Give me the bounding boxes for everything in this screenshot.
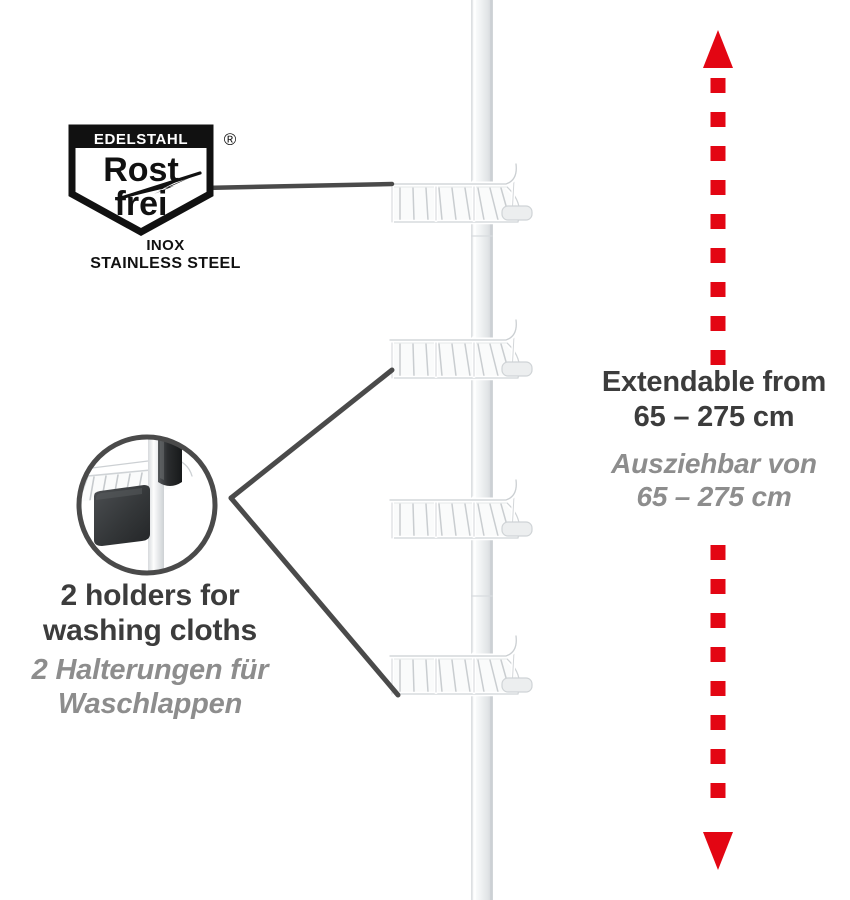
inset-ring [76, 434, 218, 576]
badge-subtitle: INOX STAINLESS STEEL [58, 237, 273, 273]
caption-right-de: Ausziehbar von 65 – 275 cm [580, 447, 848, 514]
leader-line-holder-lower [228, 495, 401, 698]
caption-right-en: Extendable from 65 – 275 cm [580, 365, 848, 435]
caption-left-en: 2 holders for washing cloths [0, 578, 300, 649]
extendable-range-arrow [703, 30, 733, 870]
caption-right-de-line1: Ausziehbar von [611, 447, 817, 479]
washcloth-holder-icon [94, 485, 150, 546]
caption-left-de-line2: Waschlappen [57, 688, 243, 720]
caption-left-de: 2 Halterungen für Waschlappen [0, 653, 300, 721]
caption-left-en-line1: 2 holders for [60, 579, 240, 612]
leader-line-badge [200, 181, 395, 191]
feature-caption-holders: 2 holders for washing cloths 2 Halterung… [0, 578, 300, 721]
registered-mark-icon: ® [224, 130, 237, 149]
stainless-steel-badge: EDELSTAHL ® Rost frei INOX STAINLESS STE… [58, 120, 273, 275]
leader-line-holder-upper [228, 367, 395, 501]
arrow-head-up-icon [703, 30, 733, 68]
washcloth-holder-detail-inset [76, 434, 218, 576]
caption-left-de-line1: 2 Halterungen für [31, 653, 269, 686]
badge-top-label: EDELSTAHL [94, 131, 188, 148]
caption-right-en-line1: Extendable from [601, 366, 827, 398]
arrow-head-down-icon [703, 832, 733, 870]
inset-content [79, 437, 195, 573]
badge-inox-label: INOX [146, 237, 185, 254]
rost-frei-shield-icon: EDELSTAHL ® Rost frei [68, 124, 237, 236]
feature-caption-extendable: Extendable from 65 – 275 cm Ausziehbar v… [580, 365, 848, 514]
caption-right-en-line2: 65 – 275 cm [633, 400, 795, 433]
caption-left-en-line2: washing cloths [43, 614, 257, 648]
badge-stainless-label: STAINLESS STEEL [90, 254, 241, 272]
caption-right-de-line2: 65 – 275 cm [636, 481, 792, 513]
